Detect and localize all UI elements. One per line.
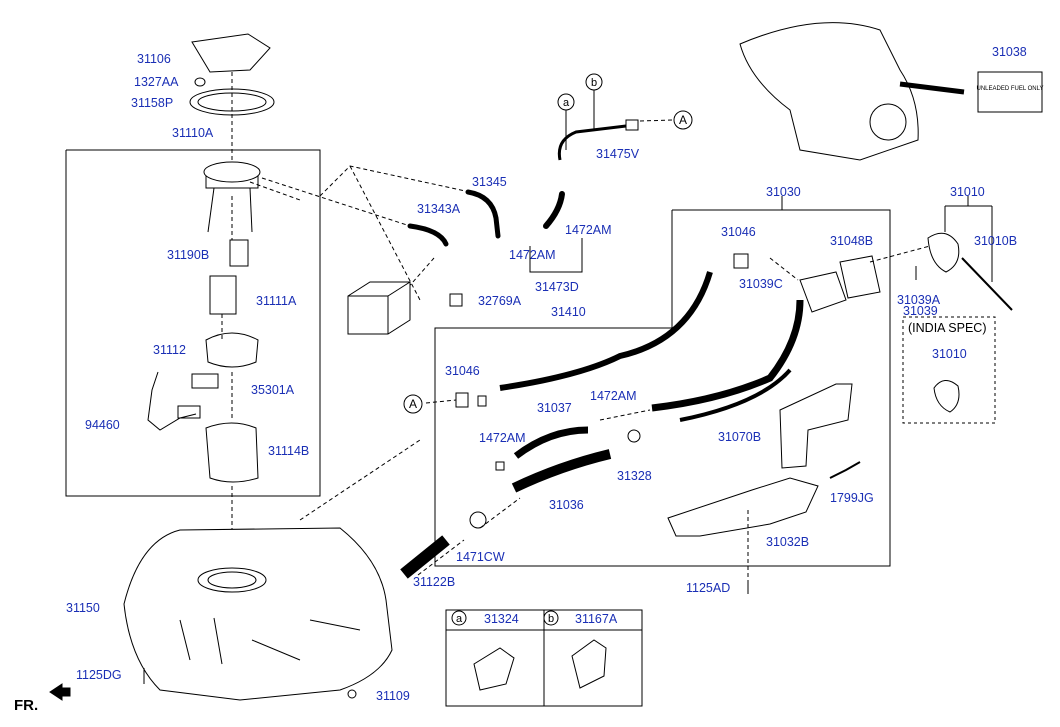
fuel-label-plate: [977, 71, 1043, 113]
callout-A-top: A: [679, 113, 687, 127]
label-31345: 31345: [472, 175, 507, 189]
label-31167A: 31167A: [575, 612, 618, 626]
hose-31037: [513, 426, 589, 459]
guard-31070B: [779, 383, 853, 469]
callout-a-table: a: [456, 613, 463, 625]
label-31110A: 31110A: [172, 126, 214, 140]
clip-31324-shape: [473, 647, 515, 691]
label-1471CW: 1471CW: [456, 550, 505, 564]
filter-shape: [229, 239, 249, 267]
label-31111A: 31111A: [256, 294, 297, 308]
india-spec-label: (INDIA SPEC): [908, 321, 987, 335]
label-31010: 31010: [950, 185, 985, 199]
label-31037: 31037: [537, 401, 572, 415]
label-31070B: 31070B: [718, 430, 762, 444]
filler-head-shape: [799, 271, 847, 313]
label-32769A: 32769A: [478, 294, 522, 308]
label-31158P: 31158P: [131, 96, 174, 110]
pump-flange-shape: [203, 161, 261, 183]
filler-main-tube: [651, 299, 804, 412]
label-31328: 31328: [617, 469, 652, 483]
label-31010-india: 31010: [932, 347, 967, 361]
front-direction-label: FR.: [14, 697, 39, 714]
pump-shape: [209, 275, 237, 315]
fuel-tank-shape: [123, 527, 393, 701]
label-1125AD: 1125AD: [686, 581, 731, 595]
label-31038: 31038: [992, 45, 1027, 59]
hose-31036: [511, 449, 612, 493]
front-arrow-icon: [49, 683, 71, 701]
label-1472AM-d: 1472AM: [479, 431, 526, 445]
label-31150: 31150: [66, 601, 100, 615]
clip-31167A-shape: [571, 639, 607, 689]
label-31343A: 31343A: [417, 202, 461, 216]
vapor-hose-31343A: [407, 223, 449, 247]
callout-b-table: b: [548, 613, 554, 625]
label-31036: 31036: [549, 498, 584, 512]
vapor-line-31475V: [557, 124, 627, 161]
label-31106: 31106: [137, 52, 171, 66]
label-1799JG: 1799JG: [830, 491, 874, 505]
label-31109: 31109: [376, 689, 410, 703]
label-1472AM-b: 1472AM: [509, 248, 556, 262]
canister-shape: [347, 281, 411, 335]
label-31039A: 31039A: [897, 293, 941, 307]
label-31046-b: 31046: [445, 364, 480, 378]
callout-A-left: A: [409, 397, 417, 411]
tether-31010B: [961, 257, 1013, 311]
label-31048B: 31048B: [830, 234, 874, 248]
gasket-31048B: [839, 255, 881, 299]
label-31114B: 31114B: [268, 444, 310, 458]
label-31475V: 31475V: [596, 147, 640, 161]
filler-pipe-31122B: [400, 535, 450, 579]
india-spec-frame: [902, 316, 996, 424]
label-31410: 31410: [551, 305, 586, 319]
label-31324: 31324: [484, 612, 519, 626]
filler-vent-tube: [499, 271, 713, 391]
label-1472AM-c: 1472AM: [590, 389, 637, 403]
label-31032B: 31032B: [766, 535, 810, 549]
reservoir-cup-shape: [205, 422, 259, 483]
vapor-hose-31345: [465, 189, 501, 239]
label-31039: 31039: [903, 304, 938, 318]
label-1125DG: 1125DG: [76, 668, 122, 682]
callout-b-top: b: [591, 77, 597, 89]
guard-31032B: [667, 477, 819, 537]
wire-1799JG: [829, 461, 861, 479]
pump-cover-shape: [191, 33, 271, 73]
cap-shape: [927, 232, 960, 273]
label-1327AA: 1327AA: [134, 75, 179, 89]
vapor-hose-31473D: [543, 191, 565, 229]
callout-a-top: a: [563, 97, 570, 109]
label-31190B: 31190B: [167, 248, 210, 262]
label-31046-a: 31046: [721, 225, 756, 239]
label-31112: 31112: [153, 343, 186, 357]
label-94460: 94460: [85, 418, 120, 432]
sender-shape: [147, 371, 197, 431]
label-31122B: 31122B: [413, 575, 456, 589]
label-35301A: 35301A: [251, 383, 295, 397]
label-31473D: 31473D: [535, 280, 579, 294]
pump-module-frame: [65, 149, 321, 497]
cap-india-shape: [933, 380, 960, 413]
label-31010B: 31010B: [974, 234, 1018, 248]
car-shape: [739, 22, 919, 161]
label-1472AM-a: 1472AM: [565, 223, 612, 237]
label-31039C: 31039C: [739, 277, 783, 291]
label-31030: 31030: [766, 185, 801, 199]
reservoir-top-shape: [205, 332, 259, 368]
fuel-label-text: UNLEADED FUEL ONLY: [976, 86, 1043, 92]
